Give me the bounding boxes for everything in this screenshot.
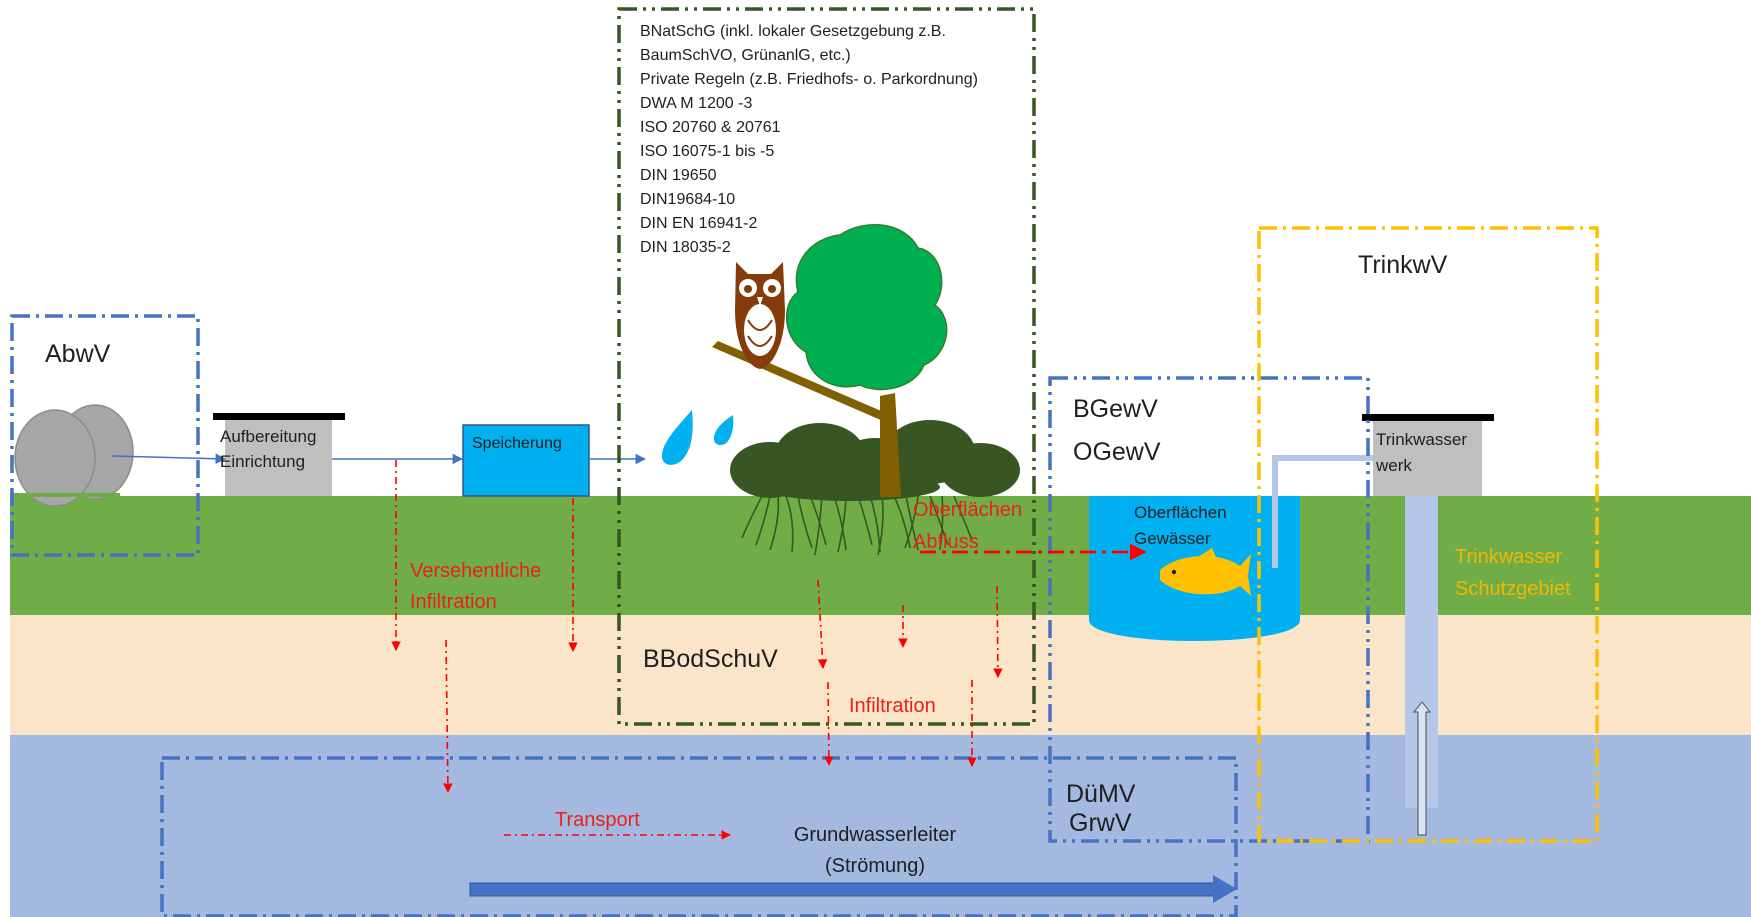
bgewv-ogewv-frame	[1048, 376, 1370, 843]
storage-label: Speicherung	[472, 435, 562, 452]
bgewv-label: BGewV	[1073, 395, 1158, 423]
soil-layer	[10, 615, 1751, 735]
standard-item: BaumSchVO, GrünanlG, etc.)	[640, 47, 851, 64]
grwv-label: GrwV	[1069, 809, 1132, 837]
grass-tufts-icon	[741, 495, 973, 556]
treatment-label: Aufbereitung	[220, 427, 316, 446]
treatment-facility	[213, 413, 345, 496]
standard-item: DIN 19650	[640, 167, 717, 184]
standards-list: BNatSchG (inkl. lokaler Gesetzgebung z.B…	[640, 23, 978, 256]
standard-item: DWA M 1200 -3	[640, 95, 752, 112]
bbodschuv-label: BBodSchuV	[643, 645, 778, 673]
surface-water-label: Oberflächen	[1134, 503, 1227, 522]
runoff-label: Abfluss	[913, 531, 979, 553]
standard-item: DIN 18035-2	[640, 239, 731, 256]
protection-zone-label: Trinkwasser	[1455, 546, 1562, 568]
infiltration-arrow	[993, 585, 1003, 678]
process-arrows	[391, 460, 1003, 840]
waterworks-label: werk	[1375, 456, 1412, 475]
standard-item: ISO 20760 & 20761	[640, 119, 781, 136]
grass-layer	[10, 496, 1751, 615]
owl-icon	[735, 262, 785, 369]
runoff-label: Oberflächen	[913, 499, 1022, 521]
nature-standards-frame	[617, 7, 1036, 726]
abwv-label: AbwV	[45, 340, 111, 368]
transport-label: Transport	[555, 809, 640, 831]
groundwater-flow-arrow	[469, 875, 1237, 903]
treatment-label: Einrichtung	[220, 452, 305, 471]
aquifer-label: Grundwasserleiter	[794, 824, 957, 846]
trinkwv-frame	[1257, 226, 1599, 843]
infiltration-arrow	[817, 579, 828, 669]
surface-water-label: Gewässer	[1134, 529, 1211, 548]
wastewater-source-icon	[10, 404, 134, 507]
accidental-infiltration-label: Infiltration	[410, 591, 497, 613]
ogewv-label: OGewV	[1073, 438, 1161, 466]
waterworks-facility	[1272, 414, 1494, 836]
duemv-grwv-frame	[160, 756, 1238, 917]
standard-item: ISO 16075-1 bis -5	[640, 143, 774, 160]
standard-item: BNatSchG (inkl. lokaler Gesetzgebung z.B…	[640, 23, 946, 40]
well-pump-arrow	[1412, 701, 1432, 836]
water-drops-icon	[661, 410, 734, 465]
flow-line-source-to-treatment	[111, 453, 227, 464]
standard-item: DIN19684-10	[640, 191, 735, 208]
abwv-frame	[10, 314, 200, 557]
infiltration-label: Infiltration	[849, 695, 936, 717]
standard-item: DIN EN 16941-2	[640, 215, 757, 232]
bush-icon	[730, 420, 1020, 501]
standard-item: Private Regeln (z.B. Friedhofs- o. Parko…	[640, 71, 978, 88]
infiltration-arrow	[824, 681, 834, 766]
waterworks-label: Trinkwasser	[1376, 430, 1467, 449]
ground-layers	[10, 496, 1751, 917]
surface-water-body	[1089, 496, 1300, 641]
pipe-to-surface-water	[1272, 455, 1373, 568]
protection-zone-label: Schutzgebiet	[1455, 578, 1571, 600]
duemv-label: DüMV	[1066, 780, 1136, 808]
accidental-infiltration-label: Versehentliche	[410, 560, 541, 582]
trinkwv-label: TrinkwV	[1358, 251, 1448, 279]
regulation-frames	[10, 7, 1599, 917]
aquifer-label: (Strömung)	[825, 855, 925, 877]
